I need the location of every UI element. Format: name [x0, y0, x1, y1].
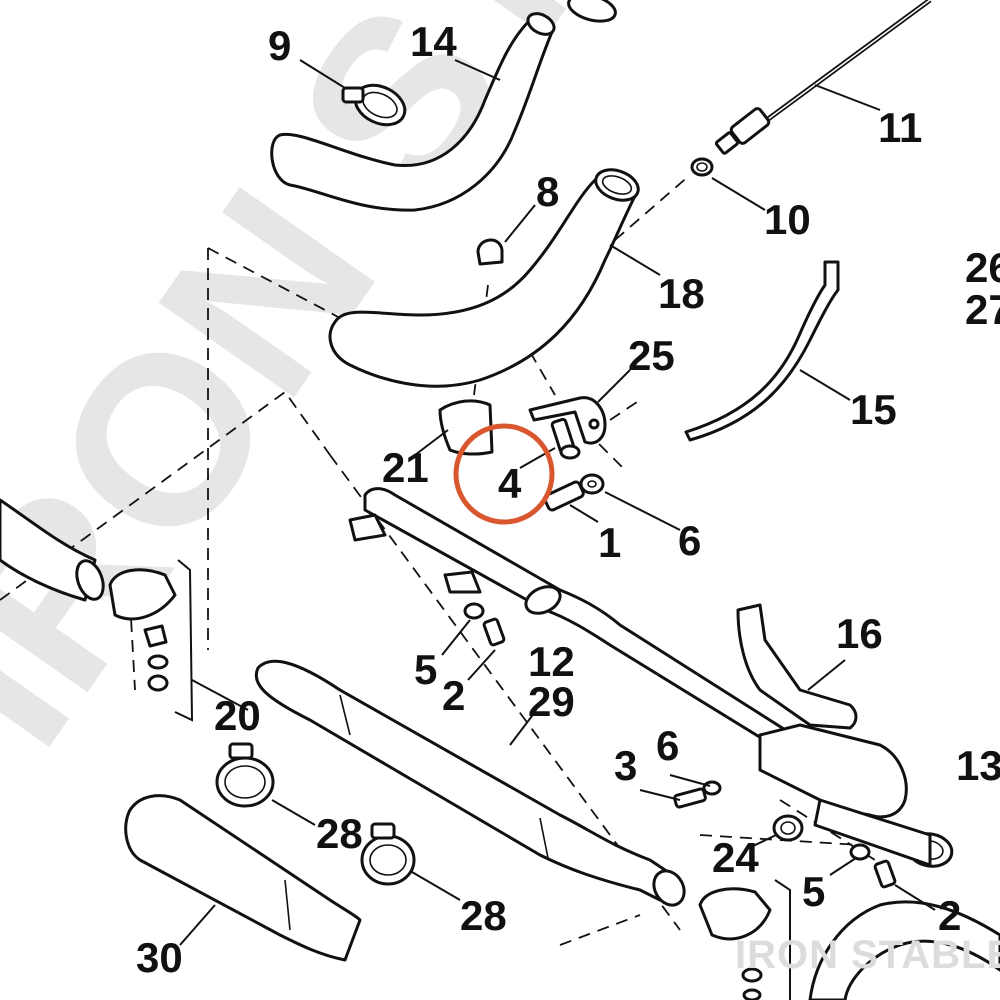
part-12-mount-bar: [348, 487, 882, 807]
callout-10: 10: [764, 196, 811, 243]
bracket-bars: [174, 559, 791, 1000]
callout-15: 15: [850, 386, 897, 433]
part-15-strap: [684, 260, 840, 442]
part-28-clamp-upper: [215, 742, 275, 808]
callout-21: 21: [382, 444, 429, 491]
callout-9: 9: [268, 22, 291, 69]
callout-6-upper: 6: [678, 517, 701, 564]
callout-14: 14: [410, 18, 457, 65]
callout-6-lower: 6: [656, 722, 679, 769]
part-18-rear-header-pipe: [328, 168, 640, 388]
left-exhaust-pipe: [0, 498, 105, 602]
callout-11: 11: [878, 104, 922, 151]
highlight-ring-4: [453, 423, 555, 525]
part-28-clamp-lower: [360, 822, 416, 886]
part-29-muffler: [254, 659, 686, 907]
part-4-bolt: [550, 417, 581, 460]
part-8-acorn-nut: [476, 238, 504, 266]
callout-13: 13: [956, 742, 1000, 789]
part-25-bracket: [528, 396, 607, 445]
part-14-header-pipe: [270, 12, 556, 212]
part-6-washer-lower: [702, 780, 722, 796]
part-20-clamp: [108, 568, 177, 692]
part-6-washer-upper: [579, 473, 605, 495]
part-5-2-fasteners-right: [849, 843, 897, 889]
part-9-hose-clamp: [341, 83, 407, 127]
callout-5-right: 5: [802, 868, 825, 915]
part-5-2-fasteners-left: [463, 602, 506, 647]
callout-20: 20: [214, 692, 261, 739]
top-clamp: [567, 0, 617, 23]
leader-lines: [179, 59, 936, 946]
callout-12: 12: [528, 638, 575, 685]
part-24-spacer: [772, 814, 804, 842]
callout-28-upper: 28: [316, 810, 363, 857]
callout-25: 25: [628, 332, 675, 379]
callout-2-right: 2: [938, 892, 961, 939]
watermark-corner: IRON STABLE: [735, 933, 1000, 977]
callout-3: 3: [614, 742, 637, 789]
callout-labels: 9 14 11 8 10 18 26 27 25 15 21 4 1 6 16 …: [136, 18, 1000, 981]
callout-18: 18: [658, 270, 705, 317]
callout-29: 29: [528, 678, 575, 725]
part-30-muffler-tip: [124, 794, 362, 962]
part-16-rear-bracket: [736, 603, 954, 868]
part-11-oxygen-sensor: [714, 0, 932, 155]
callout-27: 27: [965, 286, 1000, 333]
callout-8: 8: [536, 168, 559, 215]
callout-2-left: 2: [442, 672, 465, 719]
callout-5-left: 5: [414, 646, 437, 693]
part-21-shield-clamp: [438, 399, 494, 456]
callout-26: 26: [965, 244, 1000, 291]
part-3-bolt: [673, 787, 707, 809]
callout-16: 16: [836, 610, 883, 657]
callout-1: 1: [598, 519, 621, 566]
lower-right-clamp: [698, 887, 772, 1000]
callout-30: 30: [136, 934, 183, 981]
callout-4: 4: [498, 460, 522, 507]
callout-24: 24: [712, 834, 759, 881]
callout-28-lower: 28: [460, 892, 507, 939]
part-10-gasket: [690, 157, 714, 177]
